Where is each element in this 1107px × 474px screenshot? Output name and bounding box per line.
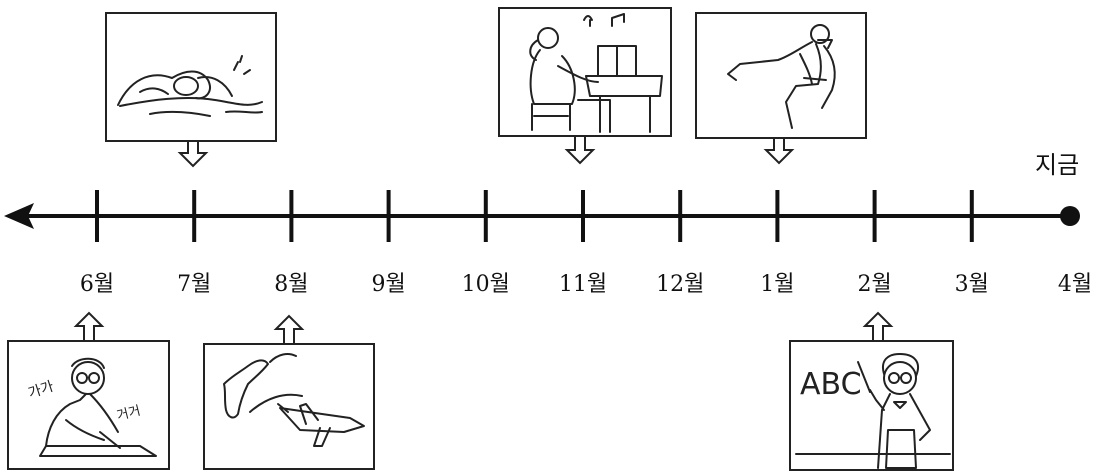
month-label: 3월	[955, 272, 989, 297]
pianist-drawing	[529, 13, 663, 133]
month-labels: 6월 7월 8월 9월 10월 11월 12월 1월 2월 3월 4월	[80, 272, 1092, 297]
study-arrow	[73, 311, 105, 342]
martial-artist-drawing	[727, 24, 836, 129]
month-label: 10월	[462, 272, 510, 297]
english-arrow	[862, 311, 894, 342]
scribble-text-right: 거거	[115, 404, 142, 424]
scribble-text-left: 가가	[26, 379, 56, 402]
travel-arrow	[273, 314, 305, 345]
airplane-map-picture	[203, 343, 375, 470]
taekwondo-arrow	[763, 137, 795, 165]
piano-picture	[498, 7, 672, 137]
month-label: 6월	[80, 272, 114, 297]
timeline-axis	[4, 203, 1080, 229]
event-card-english: ABC	[789, 311, 954, 471]
now-dot	[1060, 206, 1080, 226]
month-ticks	[95, 190, 974, 242]
event-card-travel	[203, 314, 375, 470]
month-label: 11월	[559, 272, 607, 297]
month-label: 4월	[1058, 272, 1092, 297]
event-card-piano	[498, 7, 672, 165]
event-card-taekwondo	[695, 12, 867, 165]
student-drawing	[39, 357, 157, 457]
now-label: 지금	[1035, 151, 1079, 179]
english-teacher-picture	[789, 340, 954, 471]
timeline-arrowhead	[4, 203, 34, 229]
board-text: ABC	[800, 367, 862, 402]
teacher-drawing	[795, 353, 951, 469]
event-card-study: 가가 거거	[7, 311, 170, 470]
piano-arrow	[564, 135, 596, 165]
swimming-arrow	[177, 140, 209, 168]
month-label: 9월	[371, 272, 405, 297]
swimmer-drawing	[117, 55, 263, 117]
taekwondo-picture	[695, 12, 867, 139]
map-airplane-drawing	[223, 353, 365, 447]
month-label: 2월	[857, 272, 891, 297]
month-label: 7월	[177, 272, 211, 297]
month-label: 12월	[656, 272, 704, 297]
month-label: 8월	[274, 272, 308, 297]
month-label: 1월	[760, 272, 794, 297]
event-card-swimming	[105, 12, 277, 168]
